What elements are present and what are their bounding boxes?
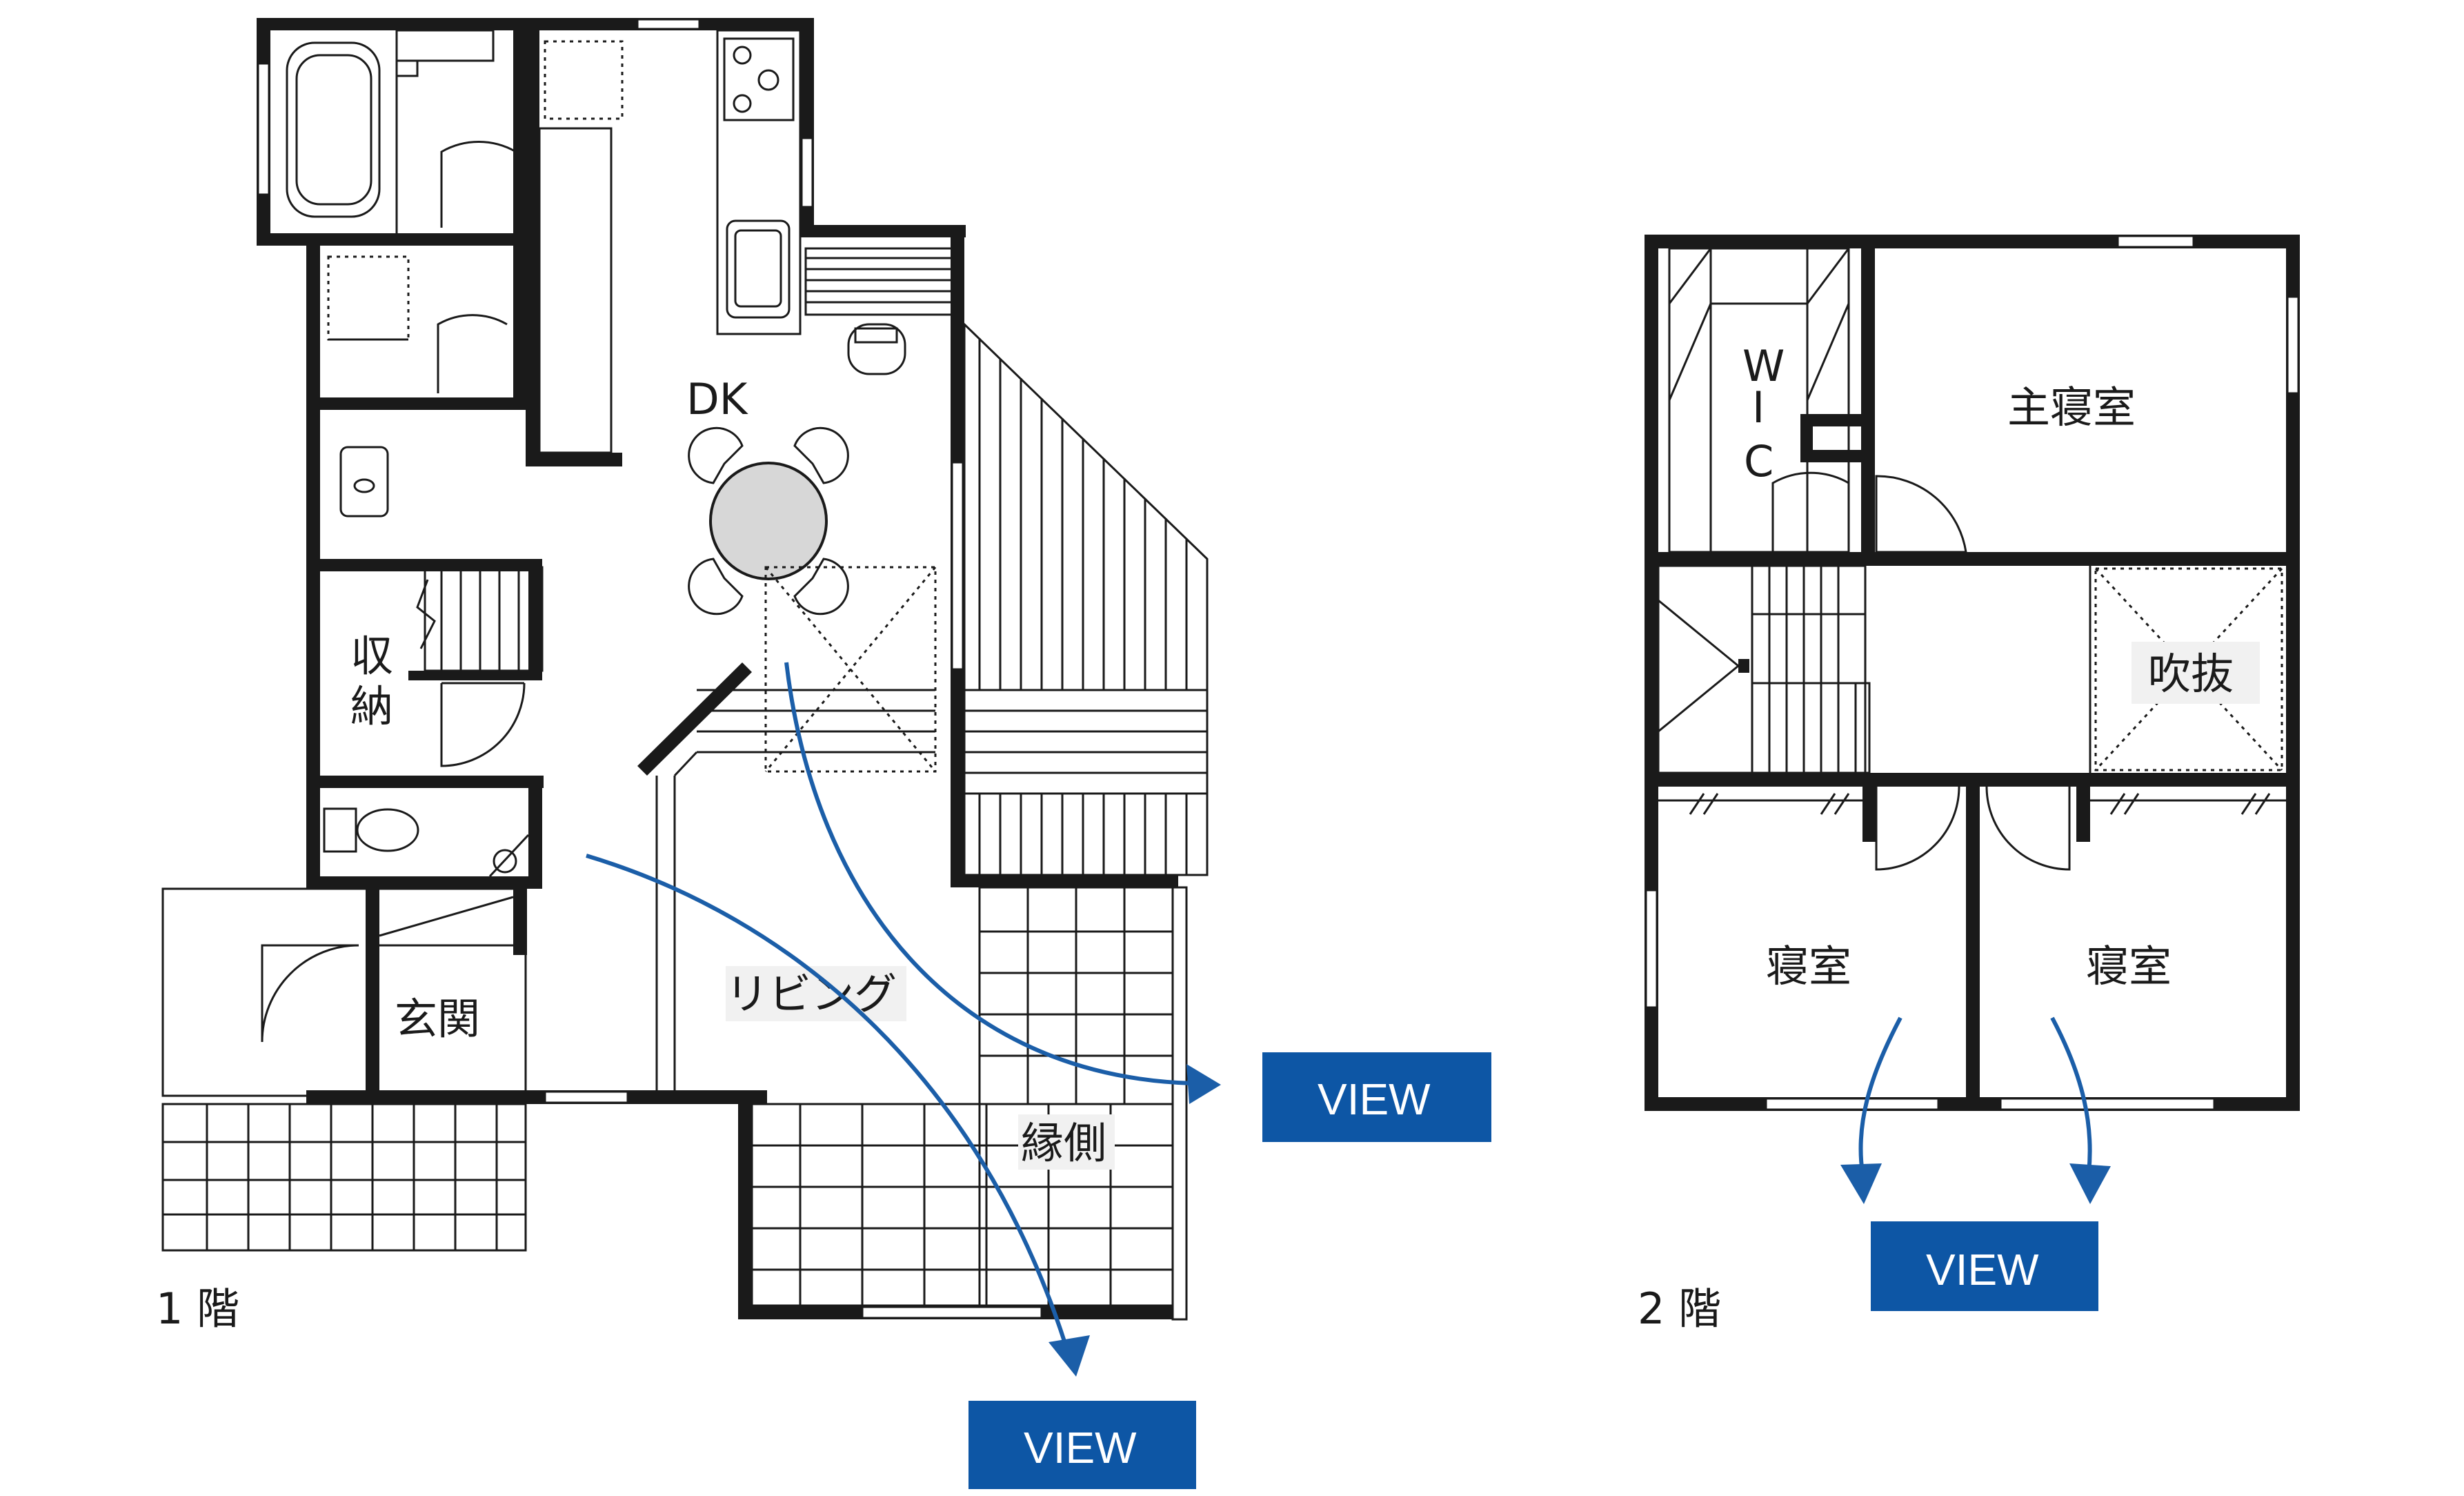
floor1-view-arrowhead-right — [1186, 1064, 1221, 1104]
floor1-kitchen — [526, 18, 814, 466]
floor1-deck — [963, 322, 1209, 876]
floor1-view-arrow-bottom — [586, 854, 1068, 1346]
floor1-plan: DK 収 納 リビング 玄関 縁側 1 階 VIEW VIEW — [156, 18, 1491, 1489]
view-badge-floor2 — [1871, 1221, 2098, 1311]
floor2-plan: W I C 主寝室 吹抜 寝室 寝室 2 階 VIEW — [1638, 235, 2300, 1334]
floor1-pantry — [800, 225, 966, 887]
view-badge-bottom — [968, 1401, 1196, 1489]
room-label-bedroom-right: 寝室 — [2086, 941, 2172, 992]
floor2-view-arrowhead-left — [1840, 1163, 1882, 1204]
floor1-left-stack — [306, 246, 544, 889]
floor2-wic — [1668, 235, 1875, 559]
floor1-stair-opening — [764, 566, 937, 773]
room-label-storage-1: 収 — [350, 631, 393, 681]
floor1-bath-block — [257, 18, 527, 246]
room-label-master-bedroom: 主寝室 — [2007, 382, 2136, 433]
wic-label-c: C — [1744, 436, 1774, 486]
floor1-living-walls — [526, 689, 1186, 1319]
floor1-dining-table — [688, 426, 849, 616]
floor2-caption: 2 階 — [1638, 1283, 1721, 1334]
floor1-diagonal-wall — [637, 662, 752, 776]
floor2-view-arrowhead-right — [2069, 1163, 2111, 1204]
floor2-bedroom-left-door — [1875, 786, 1960, 871]
floor2-bedroom-right-door — [1985, 786, 2071, 871]
view-badge-right-label: VIEW — [1318, 1074, 1431, 1124]
veranda-label-bg — [1018, 1114, 1115, 1170]
void-label-bg — [2132, 642, 2260, 704]
floor2-view-arrow-right — [2050, 1016, 2092, 1174]
room-label-dk: DK — [686, 374, 748, 424]
view-badge-floor2-label: VIEW — [1926, 1245, 2039, 1295]
view-badge-bottom-label: VIEW — [1024, 1423, 1137, 1473]
floor1-caption: 1 階 — [156, 1283, 239, 1334]
floor1-entrance — [161, 887, 527, 1252]
floor2-stair — [1645, 552, 1871, 774]
floor2-master-door — [1875, 475, 1967, 553]
view-badge-right — [1262, 1052, 1491, 1142]
room-label-entrance: 玄関 — [395, 994, 480, 1044]
floor1-view-arrowhead-bottom — [1049, 1335, 1090, 1377]
floor1-veranda-tiles — [751, 886, 1188, 1321]
floor2-view-arrow-left — [1858, 1016, 1902, 1174]
floor1-view-arrow-right — [784, 662, 1194, 1085]
floor2-void-area — [2094, 567, 2283, 771]
wic-label-w: W — [1742, 341, 1785, 391]
room-label-storage-2: 納 — [350, 681, 393, 731]
room-label-bedroom-left: 寝室 — [1766, 941, 1851, 992]
room-label-veranda: 縁側 — [1021, 1118, 1106, 1168]
floor1-stair — [408, 559, 544, 680]
wic-label-i: I — [1752, 382, 1765, 433]
room-label-living: リビング — [726, 969, 897, 1019]
room-label-void: 吹抜 — [2148, 649, 2234, 699]
